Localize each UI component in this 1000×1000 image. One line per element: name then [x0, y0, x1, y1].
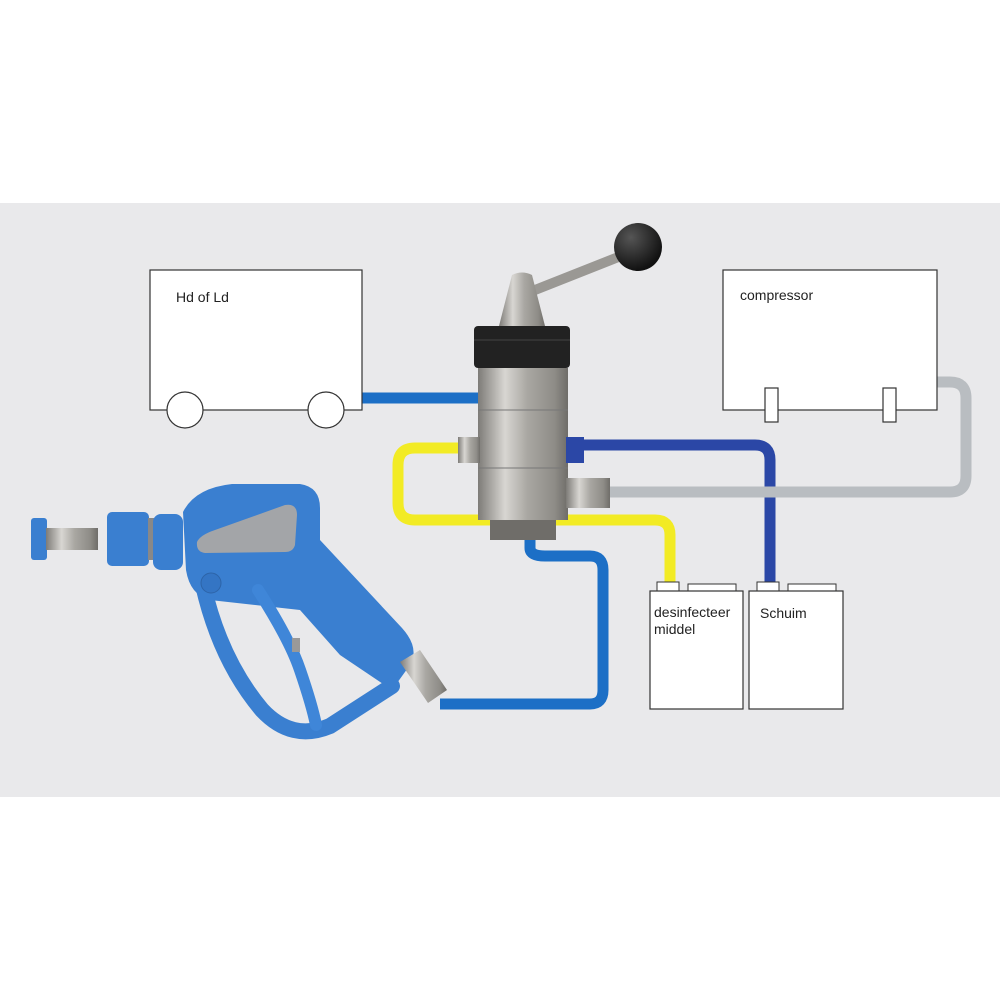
label-plate	[196, 504, 297, 553]
machine-box	[149, 269, 363, 429]
nozzle-cap	[31, 518, 47, 560]
wheel-icon	[307, 391, 345, 429]
disinfectant-label: desinfecteer middel	[654, 604, 730, 638]
machine-label: Hd of Ld	[176, 289, 229, 305]
water-hose-out	[440, 538, 609, 710]
wheel-icon	[166, 391, 204, 429]
compressor-box	[722, 269, 938, 423]
spray-gun	[31, 484, 447, 740]
disinfectant-canister	[649, 581, 744, 710]
valve-handle-ball	[614, 223, 662, 271]
foam-hose	[580, 439, 776, 588]
foam-canister	[748, 581, 844, 710]
disinfectant-hose	[392, 442, 676, 588]
compressor-label: compressor	[740, 287, 814, 303]
disinfectant-label-line-1: desinfecteer	[654, 604, 731, 620]
hose-fitting	[400, 650, 447, 703]
mixing-valve	[458, 223, 662, 540]
disinfectant-label-line-2: middel	[654, 621, 696, 637]
quick-coupling-plug	[46, 528, 98, 550]
air-hose	[610, 376, 972, 498]
foam-label: Schuim	[760, 605, 807, 621]
